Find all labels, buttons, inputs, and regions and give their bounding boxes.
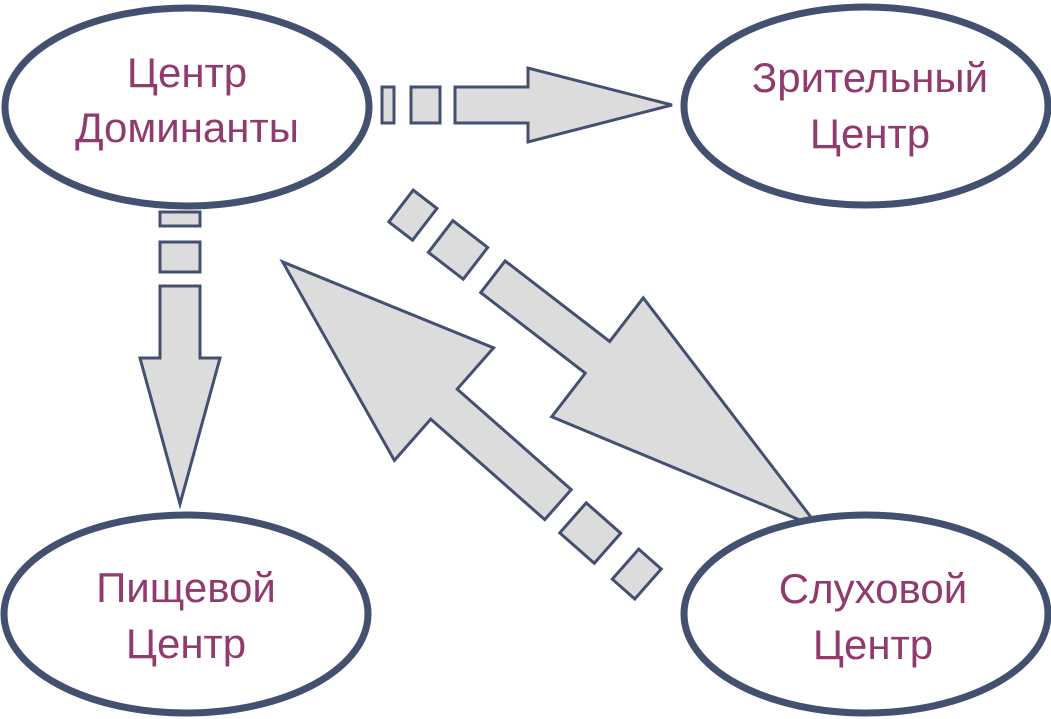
arrow-dominant-to-auditory — [386, 188, 824, 532]
node-food-center: Пищевой Центр — [0, 511, 372, 717]
node-label-line-1: Центр — [127, 49, 247, 96]
node-label-line-1: Зрительный — [752, 54, 988, 101]
node-ellipse — [1, 4, 373, 210]
arrow-dash-segment — [386, 188, 440, 243]
node-label-line-2: Центр — [813, 621, 933, 668]
arrow-body-head — [279, 258, 574, 522]
arrows — [138, 66, 824, 602]
node-ellipse — [0, 511, 372, 717]
node-ellipse — [680, 511, 1051, 717]
node-visual-center: Зрительный Центр — [680, 3, 1051, 209]
arrow-dominant-to-food — [138, 210, 222, 510]
node-label-line-2: Доминанты — [75, 104, 299, 151]
node-auditory-center: Слуховой Центр — [680, 511, 1051, 717]
arrow-auditory-to-dominant — [279, 258, 664, 602]
arrow-dash-segment — [557, 500, 623, 566]
node-label-line-2: Центр — [810, 110, 930, 157]
node-dominant-center: Центр Доминанты — [1, 4, 373, 210]
arrow-dominant-to-visual — [380, 66, 673, 144]
node-label-line-1: Слуховой — [779, 565, 967, 612]
node-label-line-1: Пищевой — [96, 564, 276, 611]
node-ellipse — [680, 3, 1051, 209]
arrow-dash-segment — [158, 240, 202, 274]
arrow-dash-segment — [158, 210, 202, 228]
arrow-body-head — [453, 66, 673, 144]
node-label-line-2: Центр — [126, 620, 246, 667]
arrow-body-head — [138, 284, 222, 510]
arrow-dash-segment — [426, 218, 490, 282]
arrow-dash-segment — [610, 547, 664, 602]
arrow-body-head — [478, 258, 824, 532]
arrow-dash-segment — [380, 85, 396, 125]
arrow-dash-segment — [409, 85, 442, 125]
